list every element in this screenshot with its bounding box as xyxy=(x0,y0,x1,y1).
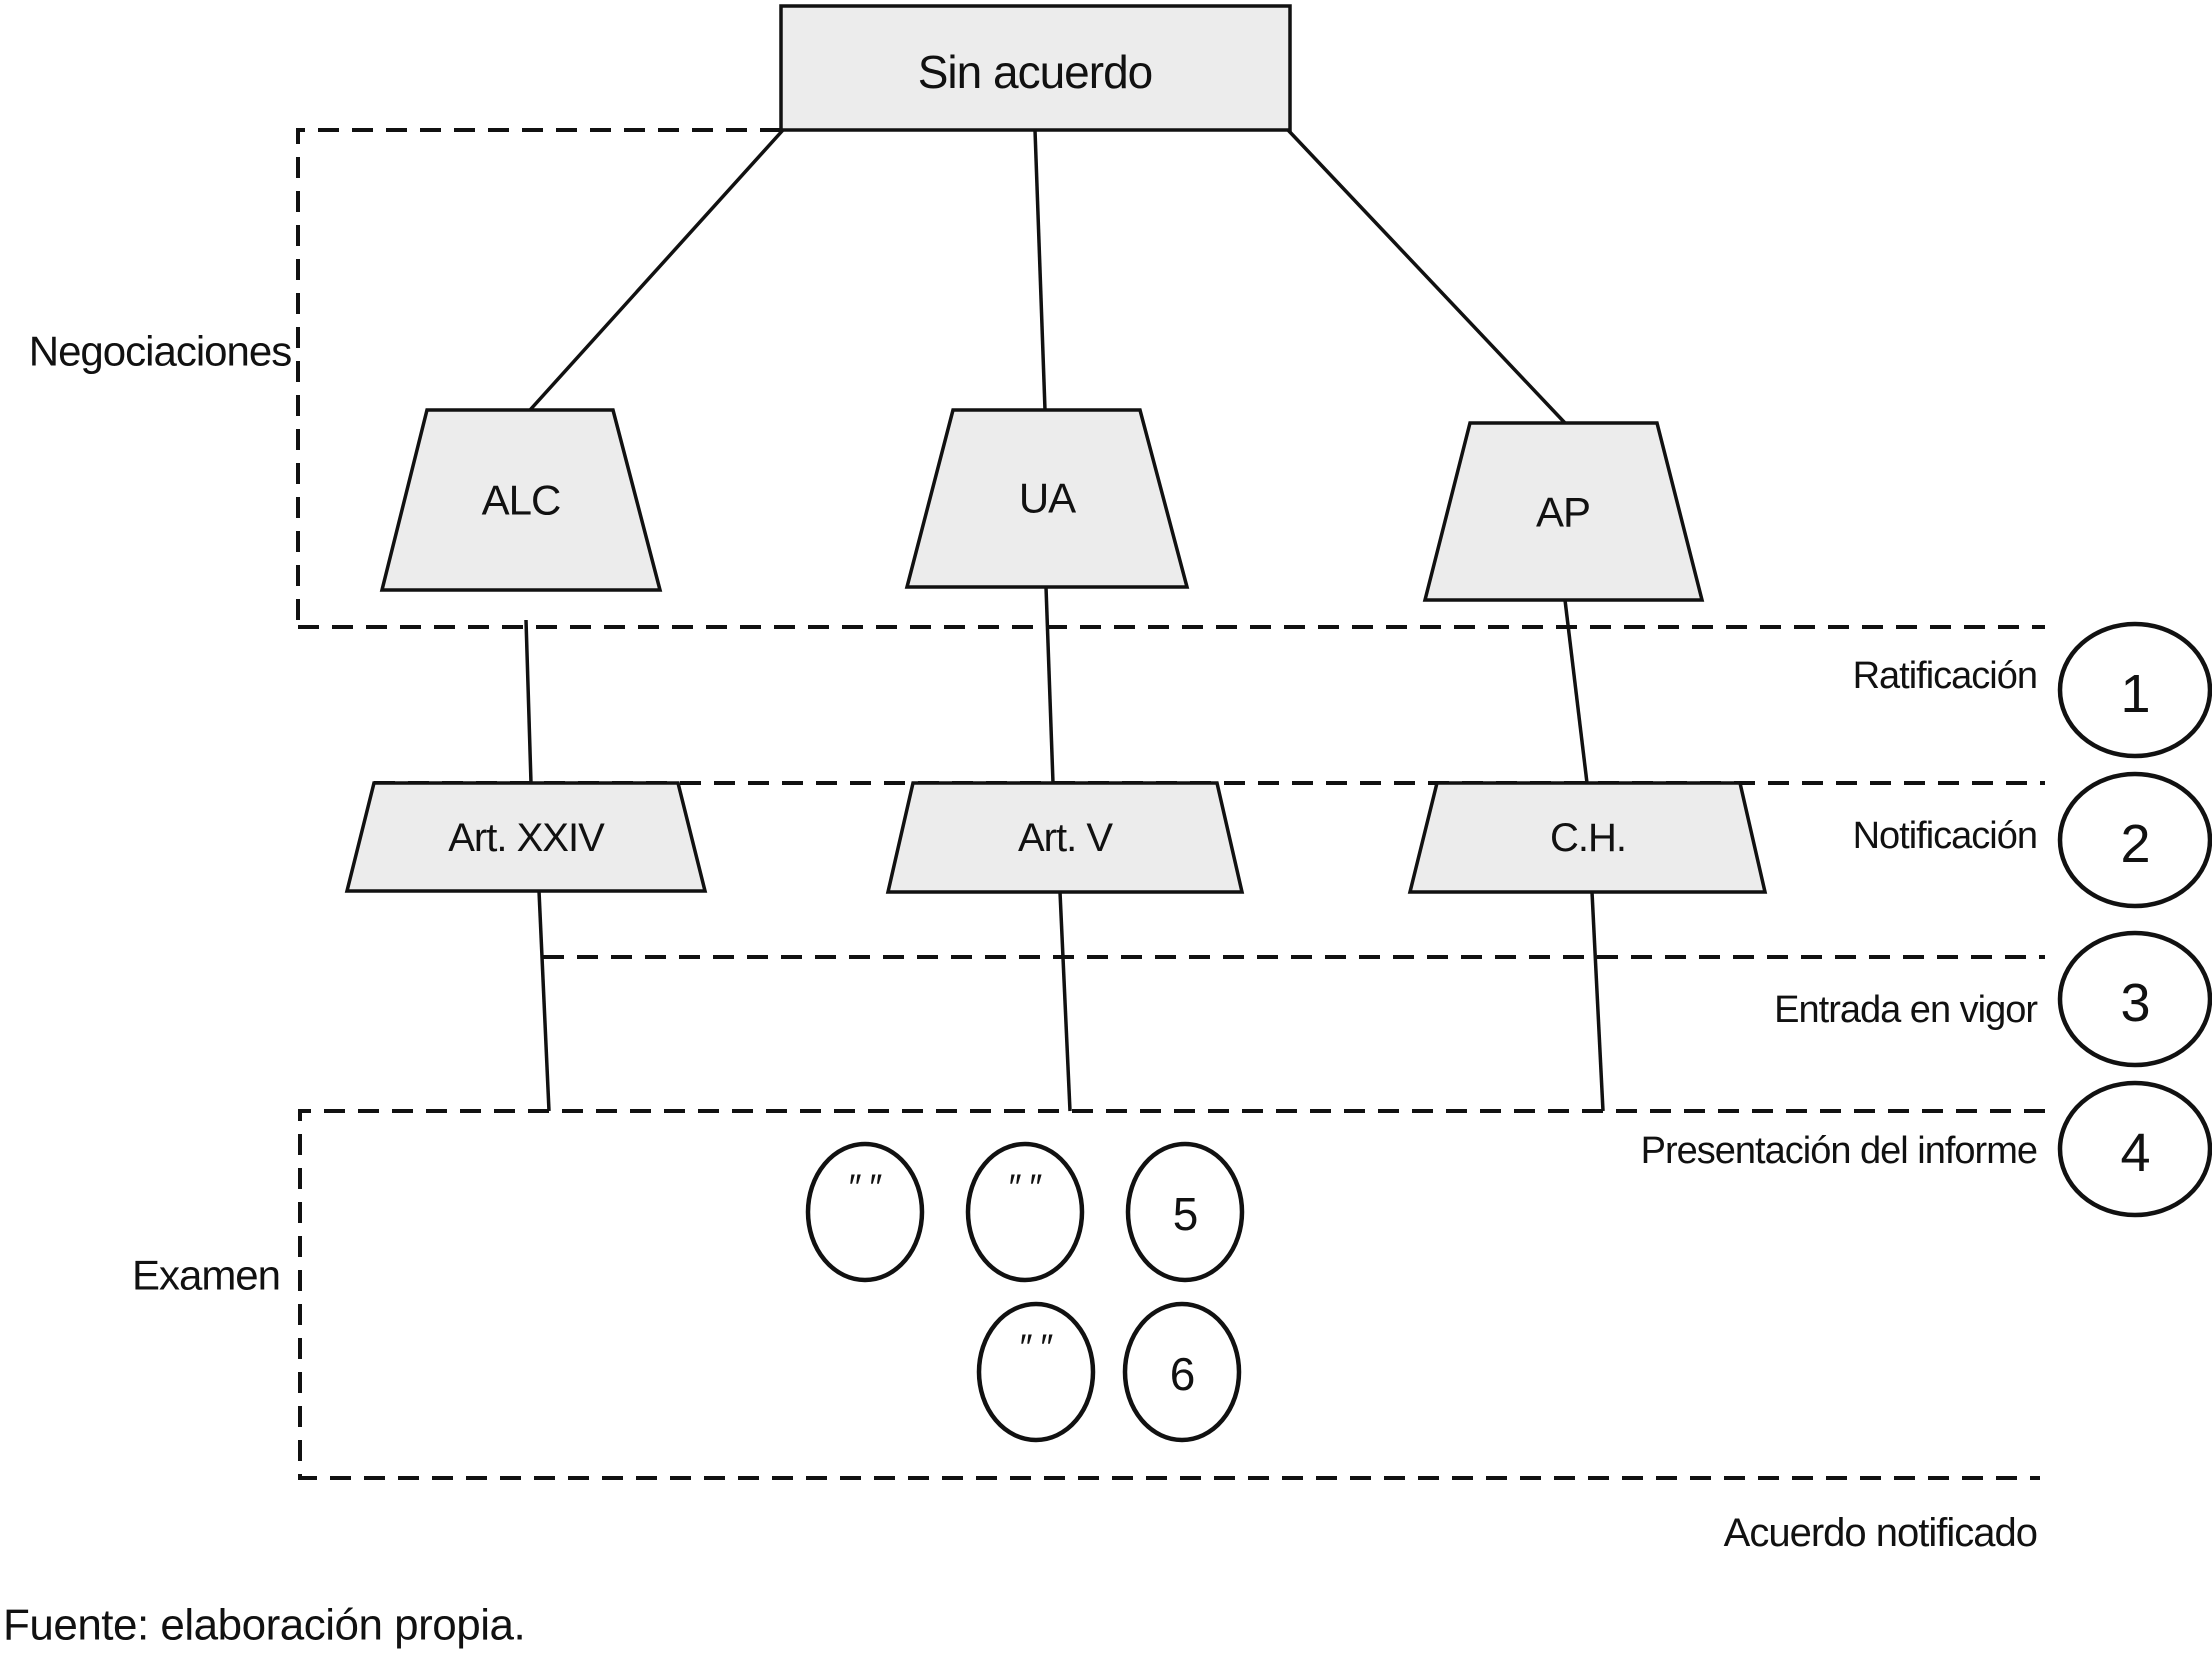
exam-circle-6 xyxy=(1122,1301,1242,1443)
exam-circle-ditto-3 xyxy=(976,1301,1096,1443)
connector-artv-exam xyxy=(1058,891,1072,1112)
phase-number-4: 4 xyxy=(2120,1123,2149,1183)
phase-label-report-submission: Presentación del informe xyxy=(1641,1130,2037,1172)
connector-root-ua xyxy=(1033,129,1047,411)
node-ch xyxy=(1407,781,1768,894)
connector-root-alc xyxy=(528,128,785,412)
exam-circle-5-label: 5 xyxy=(1173,1188,1198,1240)
phase-number-2: 2 xyxy=(2120,814,2149,874)
node-art-v-label: Art. V xyxy=(1018,816,1113,860)
phase-number-3: 3 xyxy=(2120,973,2149,1033)
node-ap xyxy=(1422,421,1705,602)
negotiations-region-label: Negociaciones xyxy=(29,328,292,375)
phase-label-notification: Notificación xyxy=(1853,815,2037,857)
agreement-notified-label: Acuerdo notificado xyxy=(1724,1511,2037,1555)
phase-label-ratification: Ratificación xyxy=(1853,655,2037,697)
negotiations-region-border xyxy=(296,128,781,627)
connector-root-ap xyxy=(1286,128,1567,425)
node-art-xxiv xyxy=(344,781,708,893)
node-ch-label: C.H. xyxy=(1550,816,1626,860)
exam-circle-ditto-2 xyxy=(965,1141,1085,1283)
node-alc-label: ALC xyxy=(482,477,561,524)
connector-ap-ch xyxy=(1563,599,1589,784)
exam-circle-ditto-1 xyxy=(805,1141,925,1283)
connector-ua-artv xyxy=(1044,586,1055,784)
root-node-label: Sin acuerdo xyxy=(918,46,1153,98)
connector-alc-artxxiv xyxy=(524,619,533,784)
exam-circle-6-label: 6 xyxy=(1170,1348,1195,1400)
connector-ch-exam xyxy=(1590,891,1605,1112)
phase-number-1: 1 xyxy=(2120,664,2149,724)
source-note: Fuente: elaboración propia. xyxy=(3,1601,525,1650)
exam-circle-5 xyxy=(1125,1141,1245,1283)
node-ua xyxy=(904,408,1190,589)
exam-circle-ditto-3-label: ″ ″ xyxy=(1020,1327,1054,1368)
exam-circle-ditto-2-label: ″ ″ xyxy=(1009,1167,1043,1208)
phase-circle-4 xyxy=(2057,1080,2212,1218)
node-alc xyxy=(379,408,663,592)
node-art-v xyxy=(885,781,1245,894)
node-art-xxiv-label: Art. XXIV xyxy=(448,816,605,860)
node-ua-label: UA xyxy=(1019,475,1076,522)
phase-circle-3 xyxy=(2057,930,2212,1068)
connector-artxxiv-exam xyxy=(537,890,551,1112)
exam-circle-ditto-1-label: ″ ″ xyxy=(849,1167,883,1208)
phase-circle-1 xyxy=(2057,621,2212,759)
phase-circle-2 xyxy=(2057,771,2212,909)
exam-region-label: Examen xyxy=(132,1252,280,1299)
phase-label-entry-into-force: Entrada en vigor xyxy=(1774,989,2038,1031)
node-ap-label: AP xyxy=(1536,489,1590,536)
root-node-box xyxy=(779,4,1292,132)
